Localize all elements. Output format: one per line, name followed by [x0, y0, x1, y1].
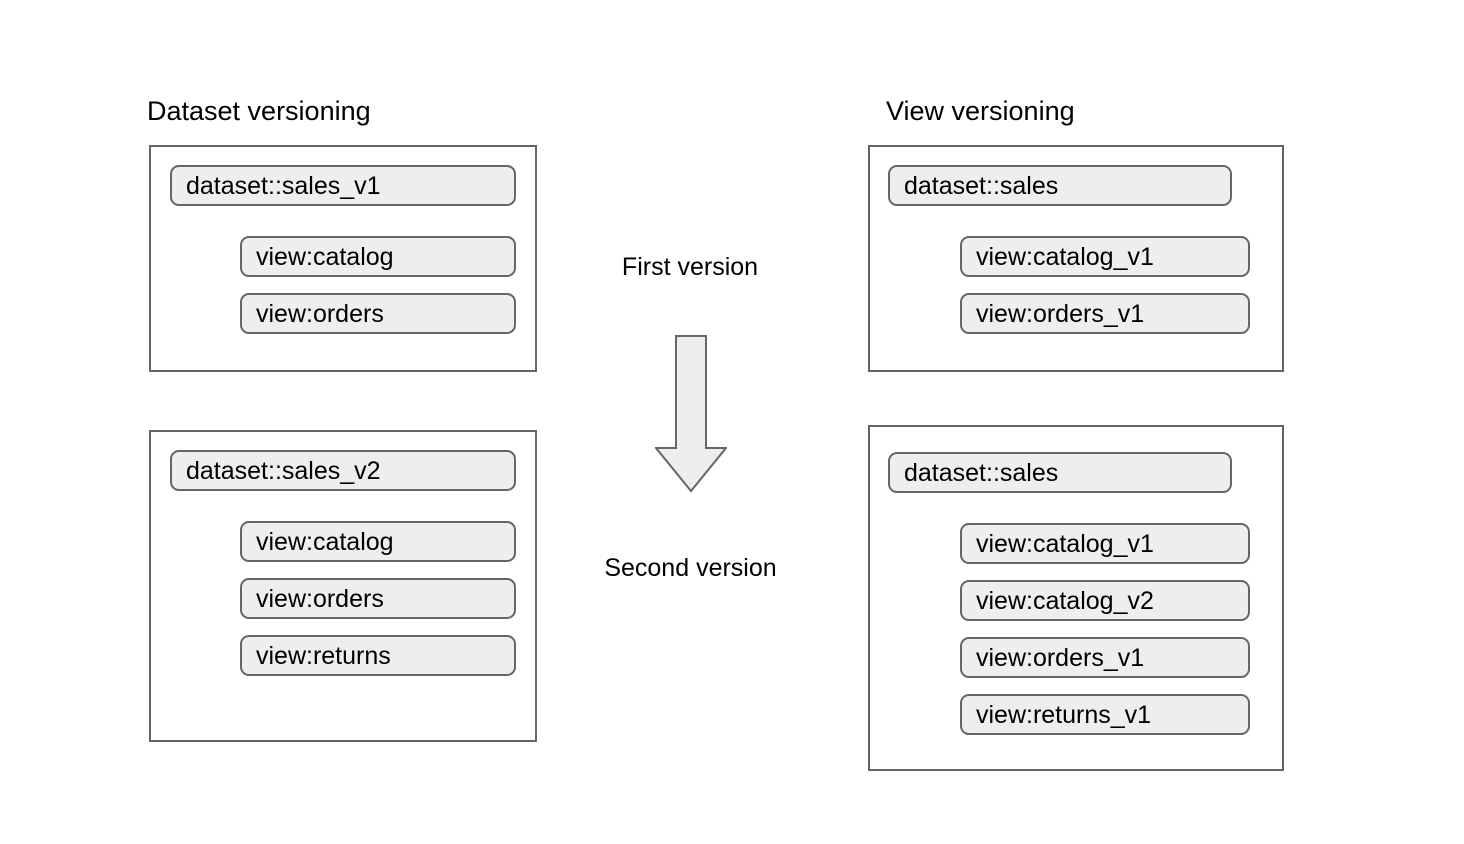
- label-first-version: First version: [621, 253, 759, 281]
- panel-dataset-v1[interactable]: dataset::sales_v1 view:catalog view:orde…: [149, 145, 537, 372]
- view-pill[interactable]: view:orders_v1: [960, 293, 1250, 334]
- view-pill[interactable]: view:catalog_v1: [960, 523, 1250, 564]
- dataset-pill[interactable]: dataset::sales: [888, 165, 1232, 206]
- view-pill[interactable]: view:returns_v1: [960, 694, 1250, 735]
- view-pill[interactable]: view:catalog_v2: [960, 580, 1250, 621]
- dataset-pill[interactable]: dataset::sales_v2: [170, 450, 516, 491]
- dataset-pill[interactable]: dataset::sales: [888, 452, 1232, 493]
- panel-view-v1[interactable]: dataset::sales view:catalog_v1 view:orde…: [868, 145, 1284, 372]
- view-pill[interactable]: view:catalog: [240, 521, 516, 562]
- label-second-version: Second version: [604, 554, 777, 582]
- panel-view-v2[interactable]: dataset::sales view:catalog_v1 view:cata…: [868, 425, 1284, 771]
- dataset-pill[interactable]: dataset::sales_v1: [170, 165, 516, 206]
- view-pill[interactable]: view:orders: [240, 578, 516, 619]
- view-pill[interactable]: view:orders: [240, 293, 516, 334]
- column-title-dataset-versioning: Dataset versioning: [147, 96, 371, 126]
- view-pill[interactable]: view:catalog_v1: [960, 236, 1250, 277]
- down-arrow-icon: [655, 335, 727, 493]
- view-pill[interactable]: view:catalog: [240, 236, 516, 277]
- view-pill[interactable]: view:returns: [240, 635, 516, 676]
- view-pill[interactable]: view:orders_v1: [960, 637, 1250, 678]
- panel-dataset-v2[interactable]: dataset::sales_v2 view:catalog view:orde…: [149, 430, 537, 742]
- column-title-view-versioning: View versioning: [886, 96, 1075, 126]
